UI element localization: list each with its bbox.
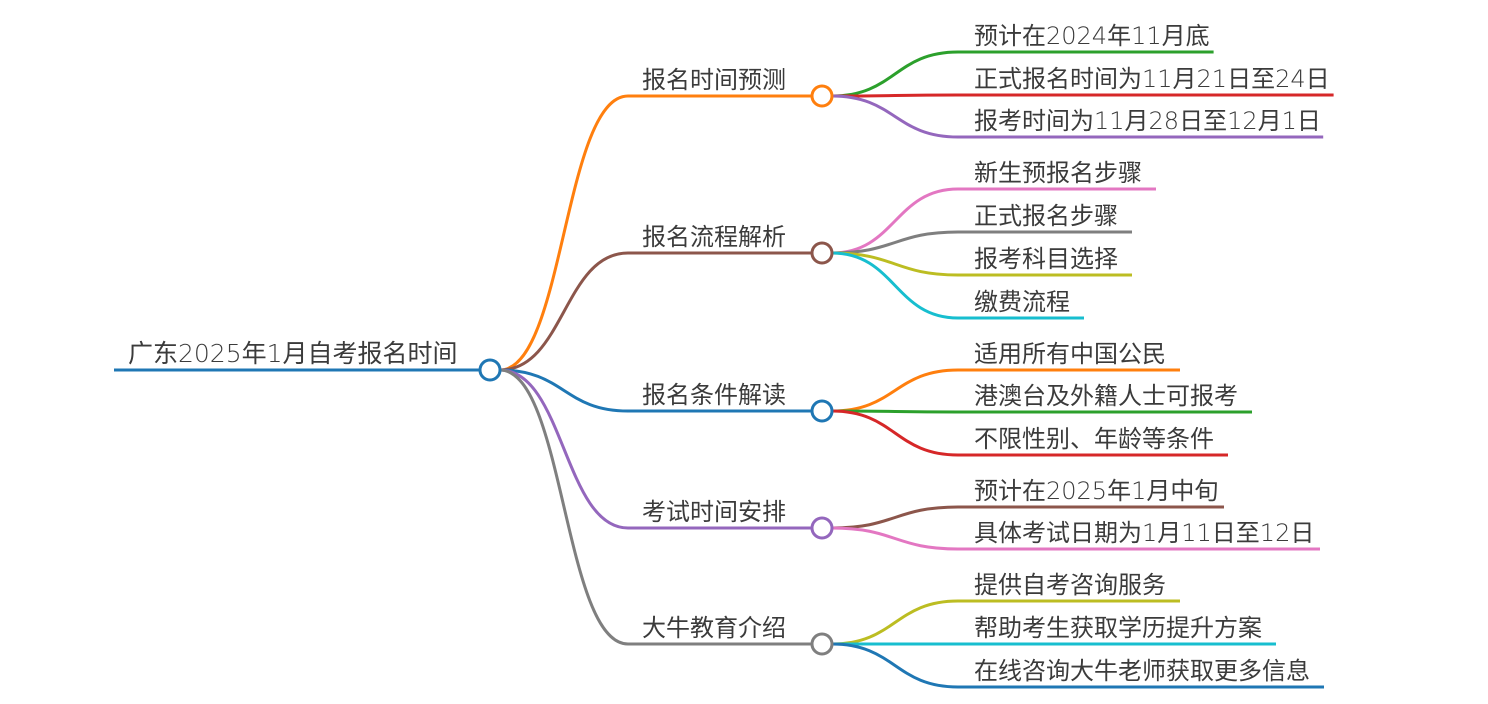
root-branch-link [499, 368, 629, 530]
leaf-node-label[interactable]: 预计在2024年11月底 [974, 22, 1210, 50]
leaf-node-label[interactable]: 缴费流程 [974, 288, 1070, 316]
branch-leaf-link [831, 50, 959, 98]
root-branch-link [499, 251, 629, 372]
root-collapse-toggle[interactable] [478, 358, 502, 382]
leaf-node-label[interactable]: 预计在2025年1月中旬 [974, 477, 1218, 505]
branch-node-label[interactable]: 报名条件解读 [642, 381, 786, 409]
leaf-node-label[interactable]: 报考科目选择 [974, 245, 1118, 273]
branch-collapse-toggle[interactable] [810, 241, 834, 265]
links-layer [114, 50, 1334, 689]
branch-node-label[interactable]: 报名流程解析 [642, 223, 786, 251]
branch-leaf-link [831, 642, 959, 689]
leaf-node-label[interactable]: 港澳台及外籍人士可报考 [974, 382, 1238, 410]
branch-collapse-toggle[interactable] [810, 516, 834, 540]
branch-leaf-link [831, 599, 959, 646]
leaf-node-label[interactable]: 提供自考咨询服务 [974, 571, 1166, 599]
leaf-node-label[interactable]: 在线咨询大牛老师获取更多信息 [974, 657, 1310, 685]
branch-node-label[interactable]: 报名时间预测 [642, 66, 786, 94]
branch-leaf-link [831, 505, 959, 530]
branch-leaf-link [831, 230, 959, 255]
leaf-node-label[interactable]: 帮助考生获取学历提升方案 [974, 614, 1262, 642]
leaf-node-label[interactable]: 报考时间为11月28日至12月1日 [974, 107, 1321, 135]
branch-collapse-toggle[interactable] [810, 632, 834, 656]
branch-leaf-link [831, 93, 959, 98]
leaf-node-label[interactable]: 不限性别、年龄等条件 [974, 425, 1214, 453]
branch-leaf-link [831, 409, 959, 457]
branch-collapse-toggle[interactable] [810, 84, 834, 108]
branch-node-label[interactable]: 大牛教育介绍 [642, 614, 786, 642]
branch-leaf-link [831, 187, 959, 255]
leaf-node-label[interactable]: 适用所有中国公民 [974, 340, 1166, 368]
root-node-label[interactable]: 广东2025年1月自考报名时间 [128, 339, 458, 368]
branch-leaf-link [831, 251, 959, 320]
leaf-node-label[interactable]: 新生预报名步骤 [974, 159, 1142, 187]
branch-node-label[interactable]: 考试时间安排 [642, 498, 786, 526]
branch-collapse-toggle[interactable] [810, 399, 834, 423]
leaf-node-label[interactable]: 正式报名步骤 [974, 202, 1118, 230]
nodes-layer: 预计在2024年11月底正式报名时间为11月21日至24日报考时间为11月28日… [128, 22, 1330, 685]
branch-leaf-link [831, 526, 959, 551]
branch-leaf-link [831, 94, 959, 139]
root-branch-link [499, 368, 629, 646]
leaf-node-label[interactable]: 正式报名时间为11月21日至24日 [974, 65, 1330, 93]
root-branch-link [499, 94, 629, 372]
root-branch-link [499, 368, 629, 413]
branch-leaf-link [831, 368, 959, 413]
leaf-node-label[interactable]: 具体考试日期为1月11日至12日 [974, 519, 1314, 547]
